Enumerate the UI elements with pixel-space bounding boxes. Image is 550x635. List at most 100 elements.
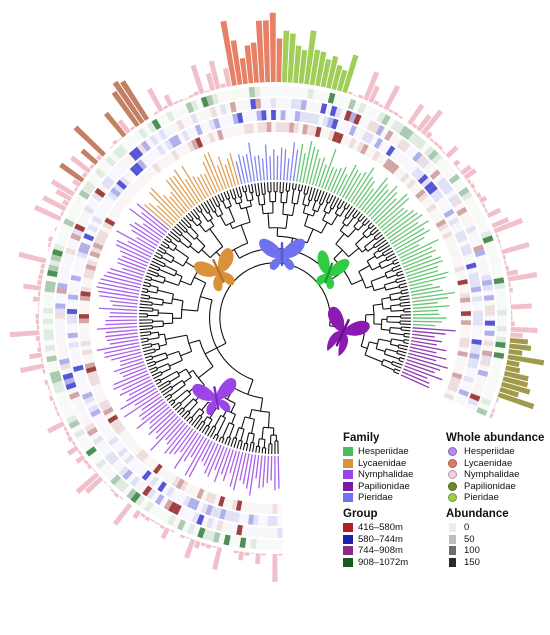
- heatmap-cell: [151, 162, 162, 174]
- species-label: [245, 454, 253, 489]
- species-label: [119, 364, 146, 375]
- species-label: [242, 155, 249, 183]
- heatmap-cell: [126, 169, 137, 180]
- heatmap-cell: [103, 175, 115, 186]
- tree-branch: [149, 284, 159, 288]
- heatmap-cell: [357, 115, 367, 127]
- heatmap-cell: [111, 205, 123, 216]
- heatmap-cell: [152, 463, 163, 475]
- heatmap-cell: [55, 292, 67, 299]
- tree-branch: [165, 334, 187, 340]
- whole-abundance-bars: [9, 12, 545, 582]
- species-label: [409, 349, 447, 360]
- heatmap-cell: [88, 374, 100, 383]
- species-label: [327, 168, 338, 191]
- tree-branch: [297, 184, 301, 191]
- heatmap-cell: [404, 160, 415, 172]
- tree-branch: [353, 220, 360, 227]
- species-label: [411, 296, 449, 303]
- heatmap-cell: [443, 392, 455, 401]
- species-label: [188, 439, 210, 478]
- heatmap-cell: [484, 320, 495, 326]
- heatmap-cell: [415, 154, 427, 166]
- tree-branch: [306, 186, 310, 195]
- abundance-bar: [112, 502, 133, 526]
- heatmap-cell: [112, 421, 124, 432]
- heatmap-cell: [347, 98, 357, 111]
- heatmap-cell: [466, 267, 478, 275]
- abundance-bar: [336, 69, 348, 92]
- heatmap-cell: [65, 382, 77, 390]
- heatmap-cell: [68, 289, 79, 296]
- heatmap-cell: [93, 387, 104, 396]
- tree-arc: [213, 425, 217, 428]
- heatmap-cell: [480, 230, 492, 239]
- heatmap-cell: [379, 127, 390, 139]
- tree-branch: [183, 412, 191, 420]
- heatmap-cell: [79, 331, 90, 338]
- heatmap-cell: [99, 424, 111, 435]
- heatmap-cell: [385, 116, 396, 129]
- heatmap-cell: [490, 367, 502, 375]
- heatmap-cell: [110, 474, 122, 486]
- heatmap-cell: [451, 198, 463, 208]
- heatmap-cell: [61, 405, 73, 415]
- heatmap-cell: [97, 183, 109, 194]
- abundance-bar: [129, 125, 136, 131]
- species-label: [184, 178, 201, 203]
- heatmap-cell: [451, 372, 463, 380]
- heatmap-cell: [472, 310, 483, 316]
- tree-branch: [188, 402, 198, 413]
- heatmap-cell: [272, 539, 278, 550]
- heatmap-cell: [481, 350, 493, 357]
- abundance-bar: [239, 57, 248, 85]
- species-label: [96, 325, 138, 330]
- tree-arc: [226, 197, 231, 200]
- tree-branch: [203, 201, 211, 213]
- tree-branch: [171, 228, 181, 237]
- tree-arc: [391, 268, 394, 272]
- heatmap-cell: [277, 527, 283, 538]
- abundance-bar: [47, 236, 54, 242]
- species-label: [257, 155, 262, 181]
- species-label: [105, 332, 138, 338]
- heatmap-cell: [240, 501, 247, 512]
- species-label: [302, 141, 313, 184]
- species-label: [311, 158, 321, 186]
- species-label: [232, 452, 244, 491]
- abundance-bar: [81, 171, 88, 179]
- heatmap-cell: [466, 362, 478, 370]
- abundance-bar: [282, 30, 290, 83]
- tree-branch: [154, 357, 168, 364]
- tree-branch: [179, 393, 192, 404]
- tree-arc: [220, 414, 226, 419]
- abundance-bar: [510, 326, 538, 334]
- heatmap-cell: [91, 172, 103, 183]
- heatmap-cell: [353, 126, 362, 138]
- species-label: [127, 240, 153, 255]
- abundance-bar: [491, 216, 510, 229]
- heatmap-cell: [478, 364, 490, 372]
- tree-arc: [188, 225, 192, 229]
- heatmap-cell: [70, 355, 82, 363]
- tree-branch: [180, 234, 192, 245]
- abundance-bar: [38, 308, 40, 313]
- heatmap-cell: [72, 400, 84, 410]
- heatmap-cell: [79, 242, 91, 251]
- heatmap-cell: [80, 291, 91, 297]
- tree-branch: [207, 419, 213, 427]
- heatmap-cell: [232, 88, 240, 100]
- abundance-bar: [73, 125, 106, 157]
- heatmap-cell: [229, 101, 237, 113]
- heatmap-cell: [71, 270, 83, 278]
- abundance-bar: [146, 87, 164, 113]
- heatmap-cell: [463, 375, 475, 384]
- heatmap-cell: [111, 439, 122, 450]
- heatmap-cell: [109, 209, 120, 219]
- heatmap-cell: [357, 102, 367, 114]
- tree-branch: [233, 438, 238, 448]
- tree-branch: [357, 224, 364, 231]
- heatmap-cell: [222, 115, 230, 127]
- tree-branch: [191, 414, 201, 426]
- heatmap-cell: [148, 503, 159, 516]
